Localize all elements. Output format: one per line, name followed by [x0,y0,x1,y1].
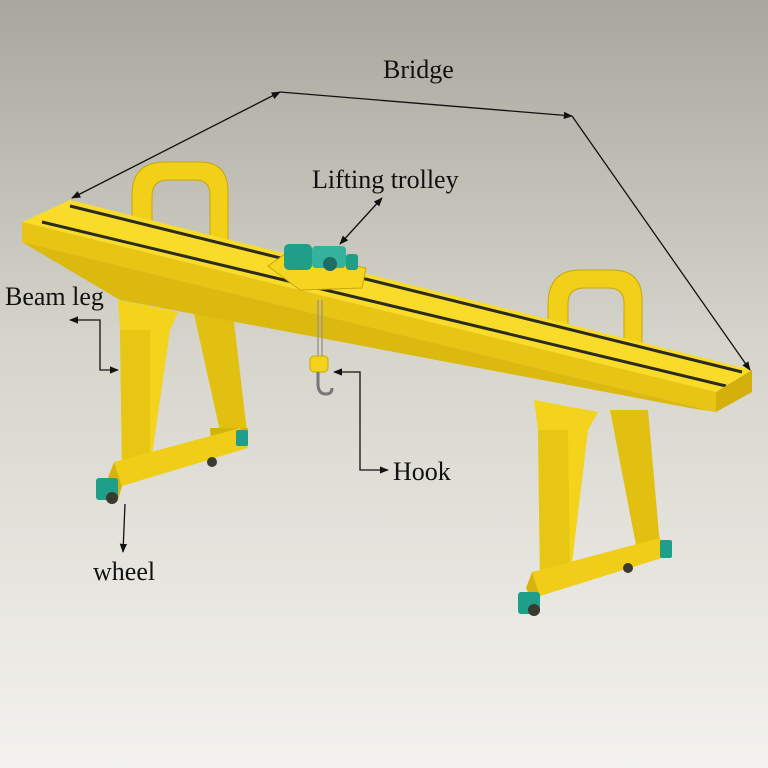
label-bridge: Bridge [383,55,454,84]
girder-rail-back [69,204,743,374]
wheel-arrow [119,503,127,553]
hook-arrow [333,368,389,474]
girder-end [716,370,752,412]
girder-front [22,222,716,412]
wheel-group-right [518,540,672,616]
label-hook: Hook [393,457,451,486]
beam-leg-arrow [69,316,119,374]
bridge-arrow-right [571,115,751,371]
wheel-group-left [96,430,248,504]
right-front-leg [526,400,668,608]
girder-top [22,200,752,392]
annotation-arrows [69,91,751,553]
trolley-arrow [339,197,383,245]
label-lifting-trolley: Lifting trolley [312,165,459,194]
bridge-arrow-top [279,91,573,119]
label-wheel: wheel [93,557,156,586]
label-beam-leg: Beam leg [5,282,104,311]
left-front-leg [108,300,248,500]
lifting-trolley [267,244,367,291]
right-back-leg [610,410,660,545]
hook [309,300,334,396]
girder-underside [22,242,716,412]
girder-rail-front [41,220,727,388]
gantry-crane [22,161,752,616]
bridge-arrow-left [71,91,281,199]
